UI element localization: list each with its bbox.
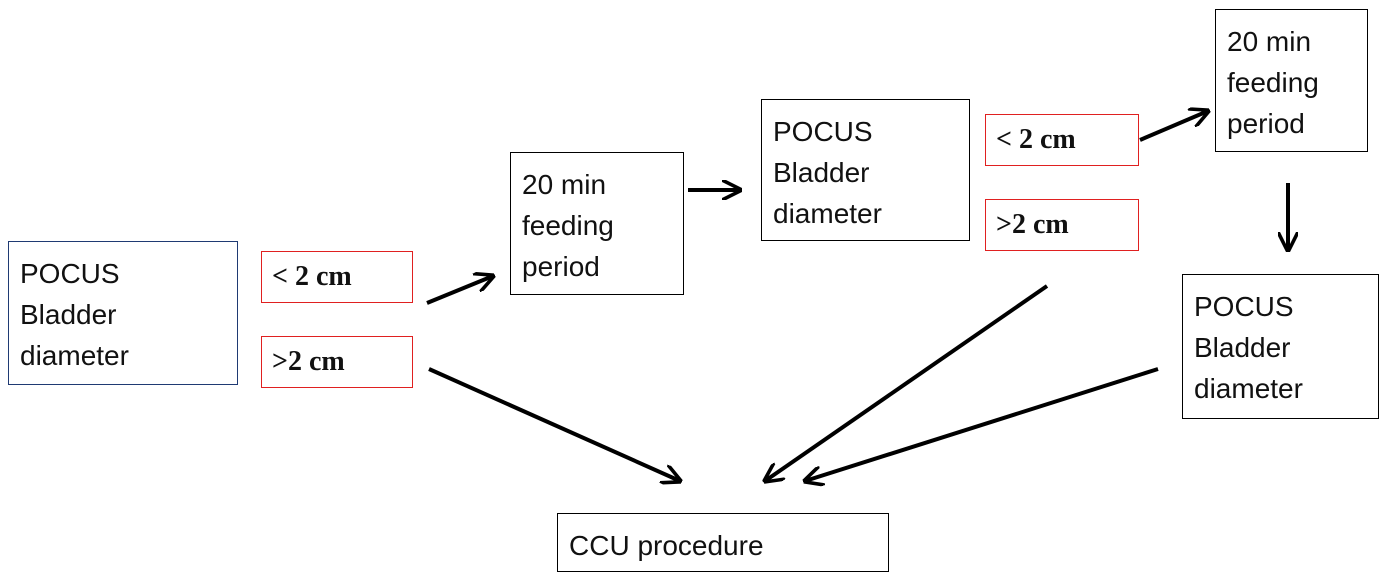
ccu-procedure-box: CCU procedure xyxy=(557,513,889,572)
condition-less-than-2cm-1: < 2 cm xyxy=(261,251,413,303)
duration-label: 20 min xyxy=(522,169,607,200)
period-label: period xyxy=(522,251,600,282)
bladder-label: Bladder xyxy=(1194,332,1291,363)
arrow-cond1-lt-to-feeding1 xyxy=(426,276,493,305)
bladder-label: Bladder xyxy=(20,299,117,330)
bladder-label: Bladder xyxy=(773,157,870,188)
diameter-label: diameter xyxy=(20,340,129,371)
pocus-bladder-box-3: POCUS Bladder diameter xyxy=(1182,274,1379,419)
duration-label: 20 min xyxy=(1227,26,1312,57)
feeding-period-box-2: 20 min feeding period xyxy=(1215,9,1368,152)
pocus-label: POCUS xyxy=(1194,291,1294,322)
diameter-label: diameter xyxy=(773,198,882,229)
period-label: period xyxy=(1227,108,1305,139)
pocus-label: POCUS xyxy=(20,258,120,289)
feeding-label: feeding xyxy=(1227,67,1319,98)
arrow-cond2-lt-to-feeding2 xyxy=(1139,111,1208,142)
pocus-bladder-box-1: POCUS Bladder diameter xyxy=(8,241,238,385)
arrow-cond1-gt-to-ccu xyxy=(428,367,680,481)
condition-less-than-2cm-2: < 2 cm xyxy=(985,114,1139,166)
feeding-period-box-1: 20 min feeding period xyxy=(510,152,684,295)
condition-greater-than-2cm-2: >2 cm xyxy=(985,199,1139,251)
feeding-label: feeding xyxy=(522,210,614,241)
ccu-procedure-label: CCU procedure xyxy=(569,530,764,561)
pocus-label: POCUS xyxy=(773,116,873,147)
diameter-label: diameter xyxy=(1194,373,1303,404)
arrow-pocus3-to-ccu xyxy=(805,367,1159,481)
arrow-cond2-gt-to-ccu xyxy=(765,284,1049,481)
pocus-bladder-box-2: POCUS Bladder diameter xyxy=(761,99,970,241)
condition-greater-than-2cm-1: >2 cm xyxy=(261,336,413,388)
